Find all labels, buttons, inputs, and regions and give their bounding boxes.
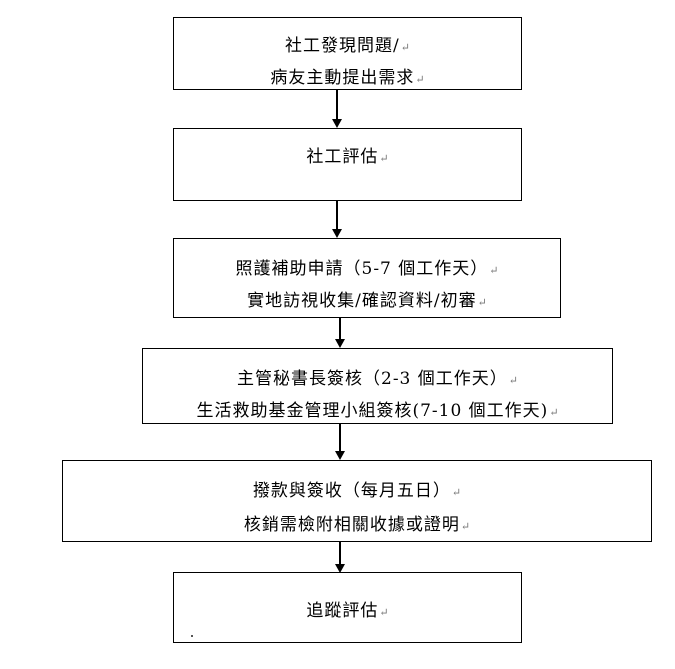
paragraph-mark-icon: ↵	[489, 264, 499, 277]
step-line: 主管秘書長簽核（2-3 個工作天）↵	[237, 369, 518, 389]
paragraph-mark-icon: ↵	[415, 73, 425, 86]
small-dot	[191, 635, 193, 637]
step-line: 社工發現問題/↵	[285, 36, 410, 56]
step-box-disbursement: 撥款與簽收（每月五日）↵ 核銷需檢附相關收據或證明↵	[62, 460, 652, 542]
step-line: 生活救助基金管理小組簽核(7-10 個工作天)↵	[196, 401, 559, 421]
step-box-report-problem: 社工發現問題/↵ 病友主動提出需求↵	[173, 17, 522, 90]
step-line: 實地訪視收集/確認資料/初審↵	[247, 291, 487, 311]
arrow-down-icon	[335, 318, 344, 348]
paragraph-mark-icon: ↵	[400, 41, 410, 54]
step-line: 病友主動提出需求↵	[270, 68, 425, 88]
step-box-follow-up-assessment: 追蹤評估↵	[173, 572, 522, 643]
paragraph-mark-icon: ↵	[379, 606, 389, 619]
paragraph-mark-icon: ↵	[549, 406, 559, 419]
step-box-care-subsidy-application: 照護補助申請（5-7 個工作天）↵ 實地訪視收集/確認資料/初審↵	[173, 238, 561, 318]
paragraph-mark-icon: ↵	[508, 374, 518, 387]
step-box-social-worker-assessment: 社工評估↵	[173, 128, 522, 201]
step-line: 追蹤評估↵	[306, 601, 389, 621]
step-line: 照護補助申請（5-7 個工作天）↵	[235, 259, 499, 279]
step-box-approval: 主管秘書長簽核（2-3 個工作天）↵ 生活救助基金管理小組簽核(7-10 個工作…	[142, 348, 613, 424]
arrow-down-icon	[335, 424, 344, 460]
paragraph-mark-icon: ↵	[460, 520, 471, 533]
arrow-down-icon	[332, 90, 341, 128]
step-line: 社工評估↵	[306, 147, 389, 167]
step-line: 核銷需檢附相關收據或證明↵	[243, 515, 471, 535]
arrow-down-icon	[335, 542, 344, 573]
paragraph-mark-icon: ↵	[379, 152, 389, 165]
step-line: 撥款與簽收（每月五日）↵	[252, 481, 462, 501]
arrow-down-icon	[332, 201, 341, 238]
paragraph-mark-icon: ↵	[477, 296, 487, 309]
paragraph-mark-icon: ↵	[451, 486, 462, 499]
